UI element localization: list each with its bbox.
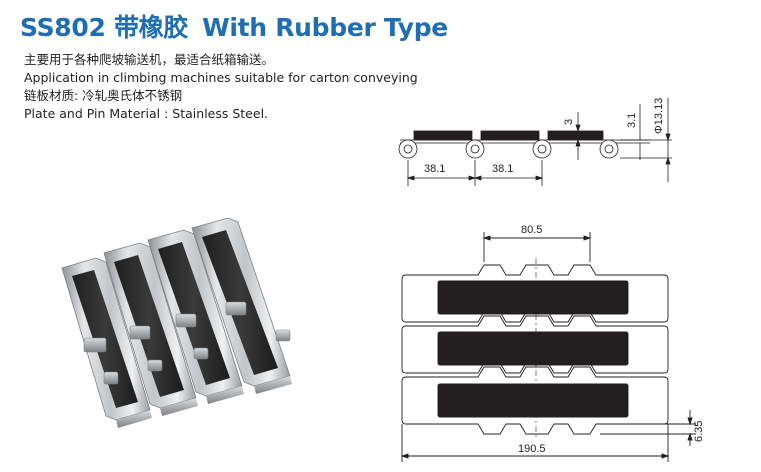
title-english: With Rubber Type (202, 13, 448, 42)
inner-width-label: 80.5 (521, 224, 542, 236)
chain-plate-3 (147, 229, 244, 404)
top-plate-1 (401, 264, 669, 323)
description: 主要用于各种爬坡输送机，最适合纸箱输送。 Application in clim… (24, 51, 418, 123)
plate-thickness-label: 3.1 (626, 113, 638, 128)
rubber-pad (437, 280, 629, 315)
description-line-zh-material: 链板材质: 冷轧奥氏体不锈钢 (24, 88, 183, 103)
description-line-zh-usage: 主要用于各种爬坡输送机，最适合纸箱输送。 (24, 52, 275, 67)
rubber-thickness-label: 3 (563, 119, 575, 125)
chain-plate-2 (103, 242, 198, 416)
page-title: SS802 带橡胶 With Rubber Type (20, 8, 448, 44)
rubber-pad (480, 130, 540, 141)
pin (532, 139, 552, 159)
description-line-en-usage: Application in climbing machines suitabl… (24, 70, 418, 85)
pin (599, 139, 619, 159)
edge-offset-label: 6.35 (693, 421, 705, 442)
chain-plate-4 (191, 217, 292, 394)
rubber-pad (437, 331, 629, 366)
description-line-en-material: Plate and Pin Material : Stainless Steel… (24, 106, 269, 121)
rubber-pad (547, 130, 604, 141)
rubber-pad (413, 130, 473, 141)
pin (398, 139, 418, 159)
side-view-drawing (398, 98, 672, 186)
top-plate-2 (401, 315, 669, 374)
model-code: SS802 (20, 13, 106, 42)
total-width-label: 190.5 (518, 443, 546, 455)
pitch-left-label: 38.1 (424, 163, 445, 175)
rubber-pad (437, 383, 629, 418)
pitch-right-label: 38.1 (492, 163, 513, 175)
pin-diameter-label: Φ13.13 (653, 98, 665, 134)
top-view-drawing (400, 232, 696, 462)
pin (465, 139, 485, 159)
chain-product-render (61, 217, 292, 428)
title-chinese: 带橡胶 (113, 13, 189, 42)
chain-plate-1 (61, 257, 152, 428)
